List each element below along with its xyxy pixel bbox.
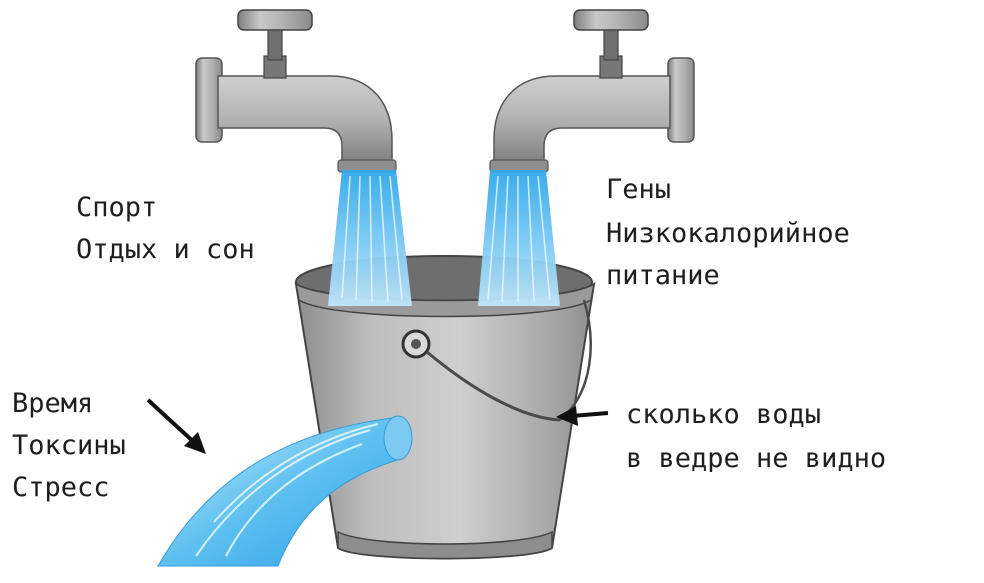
- arrow-to-leak: [146, 398, 206, 454]
- water-leak-icon: [157, 415, 413, 567]
- right-tap-icon: [489, 9, 695, 173]
- label-toxins: Токсины: [12, 430, 126, 461]
- arrow-to-bucket: [556, 406, 609, 426]
- label-rest-sleep: Отдых и сон: [76, 234, 255, 265]
- label-stress: Стресс: [12, 472, 110, 503]
- left-tap-icon: [195, 9, 397, 173]
- label-time: Время: [12, 388, 94, 419]
- water-stream-right: [478, 170, 560, 306]
- label-genes: Гены: [606, 174, 672, 205]
- label-nutrition: питание: [606, 260, 720, 291]
- label-sport: Спорт: [76, 192, 158, 223]
- note-line-2: в ведре не видно: [626, 445, 887, 472]
- water-stream-left: [328, 170, 412, 306]
- note-line-1: сколько воды: [626, 399, 822, 430]
- label-low-calorie: Низкокалорийное: [606, 218, 850, 249]
